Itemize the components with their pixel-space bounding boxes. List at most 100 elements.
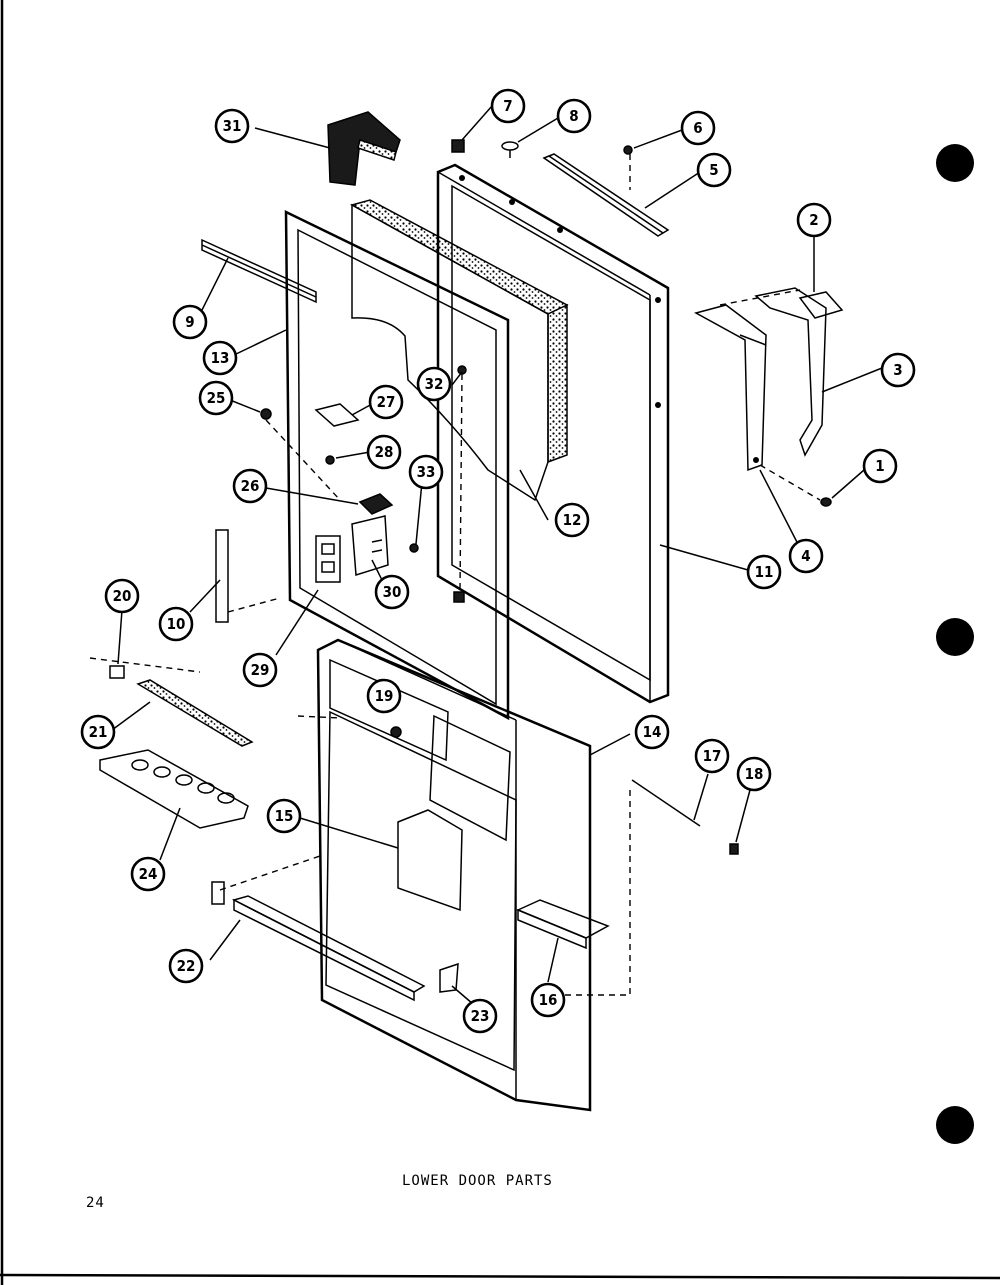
svg-text:10: 10	[167, 615, 186, 633]
svg-text:5: 5	[709, 161, 718, 179]
part-13-liner-frame	[284, 209, 510, 721]
part-30-hinge	[351, 515, 389, 589]
callout-9: 9	[172, 304, 208, 340]
part-28-screw	[325, 451, 371, 465]
svg-text:30: 30	[383, 583, 402, 601]
part-18-screw	[729, 789, 751, 855]
part-9-strip	[201, 238, 317, 304]
svg-text:19: 19	[375, 687, 394, 705]
part-20-clip	[89, 609, 201, 679]
svg-text:11: 11	[755, 563, 774, 581]
svg-text:4: 4	[801, 547, 810, 565]
callout-10: 10	[158, 606, 194, 642]
callout-28: 28	[366, 434, 402, 470]
svg-text:25: 25	[207, 389, 226, 407]
part-4-bracket	[694, 304, 767, 472]
svg-text:20: 20	[113, 587, 132, 605]
svg-text:31: 31	[223, 117, 242, 135]
page-number: 24	[86, 1195, 105, 1211]
svg-text:13: 13	[211, 349, 230, 367]
callout-31: 31	[214, 108, 250, 144]
svg-text:9: 9	[185, 313, 194, 331]
svg-text:6: 6	[693, 119, 702, 137]
callout-16: 16	[530, 982, 566, 1018]
callout-14: 14	[634, 714, 670, 750]
callout-6: 6	[680, 110, 716, 146]
part-3-bracket	[754, 287, 827, 457]
svg-text:7: 7	[503, 97, 512, 115]
part-17-pin	[560, 773, 709, 996]
svg-text:2: 2	[809, 211, 818, 229]
callout-2: 2	[796, 202, 832, 238]
part-11-door-panel	[436, 163, 670, 704]
part-29-panel	[275, 535, 341, 656]
callout-3: 3	[880, 352, 916, 388]
callout-12: 12	[554, 502, 590, 538]
callout-5: 5	[696, 152, 732, 188]
svg-text:29: 29	[251, 661, 270, 679]
part-10-strip	[189, 529, 281, 623]
svg-text:16: 16	[539, 991, 558, 1009]
part-22-rail	[209, 855, 426, 1002]
svg-text:28: 28	[375, 443, 394, 461]
callout-26: 26	[232, 468, 268, 504]
part-27-plate	[314, 403, 373, 427]
callout-25: 25	[198, 380, 234, 416]
svg-text:27: 27	[377, 393, 396, 411]
punch-hole-middle	[936, 618, 974, 656]
svg-text:33: 33	[417, 463, 436, 481]
callout-13: 13	[202, 340, 238, 376]
callout-21: 21	[80, 714, 116, 750]
callout-23: 23	[462, 998, 498, 1034]
callout-4: 4	[788, 538, 824, 574]
part-31-block	[327, 111, 401, 186]
callout-22: 22	[168, 948, 204, 984]
part-26-bracket	[265, 487, 394, 515]
callout-20: 20	[104, 578, 140, 614]
part-19-screw	[390, 726, 402, 738]
svg-text:23: 23	[471, 1007, 490, 1025]
part-33-screw	[409, 481, 423, 553]
callout-29: 29	[242, 652, 278, 688]
scan-bottom-edge	[0, 1273, 1000, 1280]
callout-32: 32	[416, 366, 452, 402]
callout-11: 11	[746, 554, 782, 590]
svg-text:3: 3	[893, 361, 902, 379]
part-1-screw	[759, 464, 865, 507]
svg-text:24: 24	[139, 865, 158, 883]
svg-text:17: 17	[703, 747, 722, 765]
part-6-screw	[623, 129, 683, 190]
part-24-egg-tray	[99, 749, 249, 861]
part-15-shelf	[299, 809, 463, 912]
callout-15: 15	[266, 798, 302, 834]
callout-30: 30	[374, 574, 410, 610]
part-21-rail	[111, 679, 254, 747]
callout-17: 17	[694, 738, 730, 774]
callout-24: 24	[130, 856, 166, 892]
callout-8: 8	[556, 98, 592, 134]
callout-33: 33	[408, 454, 444, 490]
callout-27: 27	[368, 384, 404, 420]
svg-text:8: 8	[569, 107, 578, 125]
punch-hole-bottom	[936, 1106, 974, 1144]
svg-text:12: 12	[563, 511, 582, 529]
svg-text:1: 1	[875, 457, 884, 475]
svg-text:26: 26	[241, 477, 260, 495]
part-2-clip	[798, 291, 844, 319]
part-5-trim	[542, 153, 670, 237]
svg-text:22: 22	[177, 957, 196, 975]
part-25-screw	[229, 399, 341, 501]
part-16-bin	[516, 899, 610, 983]
diagram-title: LOWER DOOR PARTS	[402, 1173, 553, 1189]
svg-text:15: 15	[275, 807, 294, 825]
part-14-inner-liner	[297, 638, 592, 1112]
svg-text:14: 14	[643, 723, 662, 741]
punch-hole-top	[936, 144, 974, 182]
callout-18: 18	[736, 756, 772, 792]
callout-7: 7	[490, 88, 526, 124]
part-32-screw	[451, 365, 467, 603]
callout-19: 19	[366, 678, 402, 714]
part-8-screw	[501, 117, 559, 158]
